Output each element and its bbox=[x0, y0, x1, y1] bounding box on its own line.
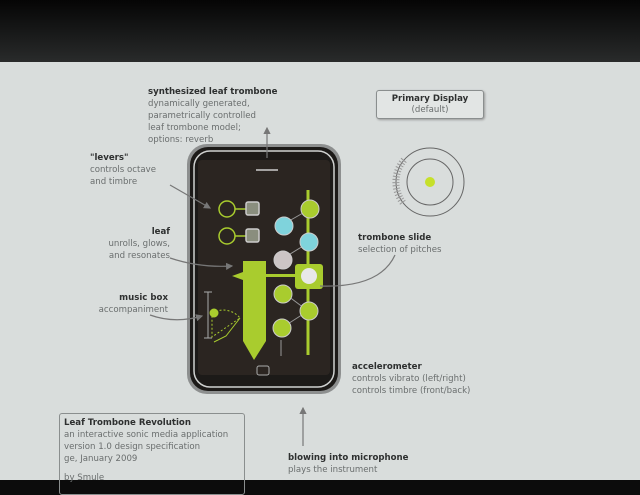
info-line: an interactive sonic media application bbox=[64, 430, 229, 440]
slide-line: selection of pitches bbox=[358, 245, 442, 255]
mic-title: blowing into microphone bbox=[288, 453, 409, 463]
leaf-title: leaf bbox=[151, 227, 170, 237]
levers-title: "levers" bbox=[90, 153, 129, 163]
info-title: Leaf Trombone Revolution bbox=[64, 418, 191, 428]
musicbox-title: music box bbox=[119, 293, 168, 303]
levers-line: and timbre bbox=[90, 177, 138, 187]
musicbox-line: accompaniment bbox=[98, 305, 168, 315]
leaf-line: unrolls, glows, bbox=[108, 239, 170, 249]
levers bbox=[218, 200, 260, 245]
levers-label: "levers" controls octave and timbre bbox=[90, 152, 156, 188]
slide-leader bbox=[319, 254, 396, 287]
musicbox-leader bbox=[149, 314, 204, 322]
music-box bbox=[204, 291, 241, 343]
accel-line: controls timbre (front/back) bbox=[352, 386, 471, 396]
primary-display-dial bbox=[392, 147, 465, 217]
mic-line: plays the instrument bbox=[288, 465, 378, 475]
synth-line: options: reverb bbox=[148, 135, 214, 145]
accel-line: controls vibrato (left/right) bbox=[352, 374, 466, 384]
leaf bbox=[232, 261, 306, 360]
slide-diagram bbox=[0, 0, 640, 480]
synth-line: leaf trombone model; bbox=[148, 123, 241, 133]
primary-display-box: Primary Display (default) bbox=[376, 90, 484, 119]
synth-line: dynamically generated, bbox=[148, 99, 250, 109]
accel-title: accelerometer bbox=[352, 362, 422, 372]
home-button bbox=[256, 365, 270, 376]
trombone-slide bbox=[272, 190, 323, 356]
levers-line: controls octave bbox=[90, 165, 156, 175]
info-line: version 1.0 design specification bbox=[64, 442, 201, 452]
primary-title: Primary Display bbox=[391, 94, 469, 104]
synth-line: parametrically controlled bbox=[148, 111, 256, 121]
info-box: Leaf Trombone Revolution an interactive … bbox=[59, 413, 245, 495]
slide-title: trombone slide bbox=[358, 233, 432, 243]
leaf-label: leaf unrolls, glows, and resonates bbox=[108, 226, 170, 262]
mic-label: blowing into microphone plays the instru… bbox=[288, 452, 408, 476]
accel-label: accelerometer controls vibrato (left/rig… bbox=[352, 361, 470, 397]
projector-frame bbox=[0, 0, 640, 64]
leaf-line: and resonates bbox=[108, 251, 170, 261]
slide-label: trombone slide selection of pitches bbox=[358, 232, 442, 256]
info-line: ge, January 2009 bbox=[64, 454, 138, 464]
musicbox-label: music box accompaniment bbox=[99, 292, 168, 316]
leaf-leader bbox=[169, 257, 234, 270]
info-author: by Smule bbox=[64, 473, 105, 483]
primary-sub: (default) bbox=[411, 105, 449, 115]
synth-label: synthesized leaf trombone dynamically ge… bbox=[148, 86, 277, 146]
synth-title: synthesized leaf trombone bbox=[148, 87, 278, 97]
levers-leader bbox=[169, 184, 212, 209]
